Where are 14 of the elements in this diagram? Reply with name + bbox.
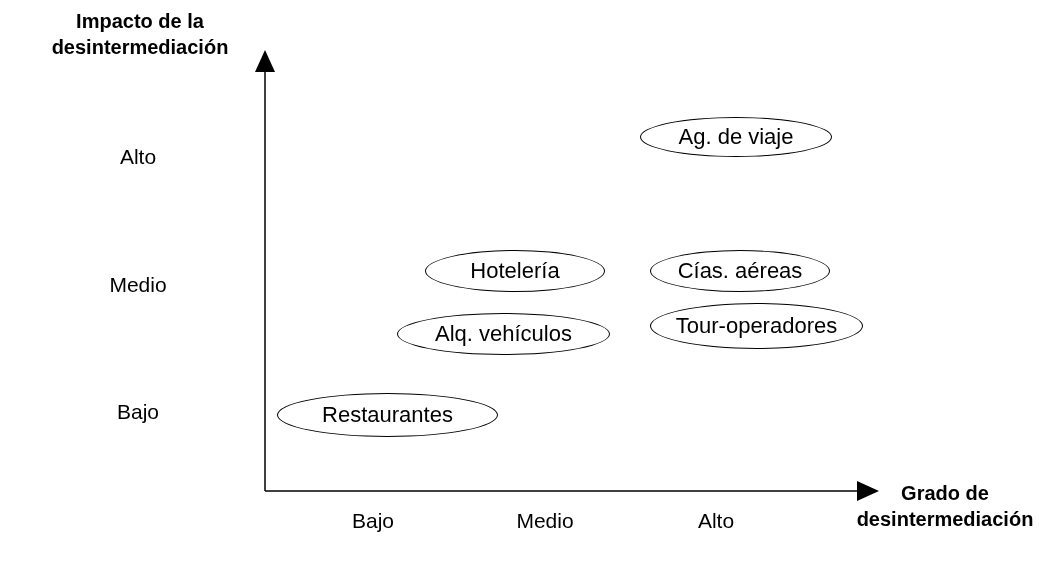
tick-label: Medio bbox=[109, 273, 167, 297]
tick-label: Bajo bbox=[352, 509, 394, 533]
sector-ellipse: Hotelería bbox=[425, 250, 605, 292]
axis-title: Grado de desintermediación bbox=[855, 481, 1035, 532]
tick-label: Alto bbox=[119, 145, 157, 169]
sector-ellipse: Cías. aéreas bbox=[650, 250, 830, 292]
sector-ellipse: Restaurantes bbox=[277, 393, 498, 437]
sector-ellipse: Ag. de viaje bbox=[640, 117, 832, 157]
sector-ellipse: Alq. vehículos bbox=[397, 313, 610, 355]
tick-label: Medio bbox=[516, 509, 574, 533]
tick-label: Alto bbox=[697, 509, 735, 533]
sector-ellipse: Tour-operadores bbox=[650, 303, 863, 349]
axis-title: Impacto de la desintermediación bbox=[50, 9, 230, 60]
tick-label: Bajo bbox=[117, 400, 159, 424]
